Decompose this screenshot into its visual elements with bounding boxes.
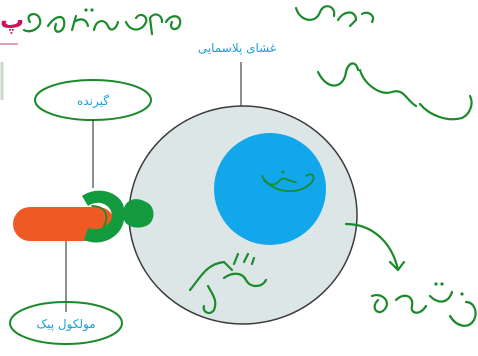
membrane-label: غشای پلاسمایی — [198, 41, 276, 55]
signal-molecule-label: مولکول پیک — [36, 317, 95, 332]
receptor-protein — [82, 190, 154, 243]
nucleus-handwriting — [261, 170, 315, 193]
signal-label-ellipse — [9, 301, 123, 345]
handwriting-bottom-right — [370, 282, 477, 327]
handwriting-top-right — [294, 5, 473, 121]
handwriting-top — [22, 8, 182, 36]
cytoplasm-handwriting — [188, 252, 268, 315]
nucleus — [214, 133, 326, 245]
receptor-label: گیرنده — [77, 94, 109, 109]
cytoplasm-annotation-arrow — [344, 222, 406, 272]
title-fragment: پ — [0, 6, 24, 34]
